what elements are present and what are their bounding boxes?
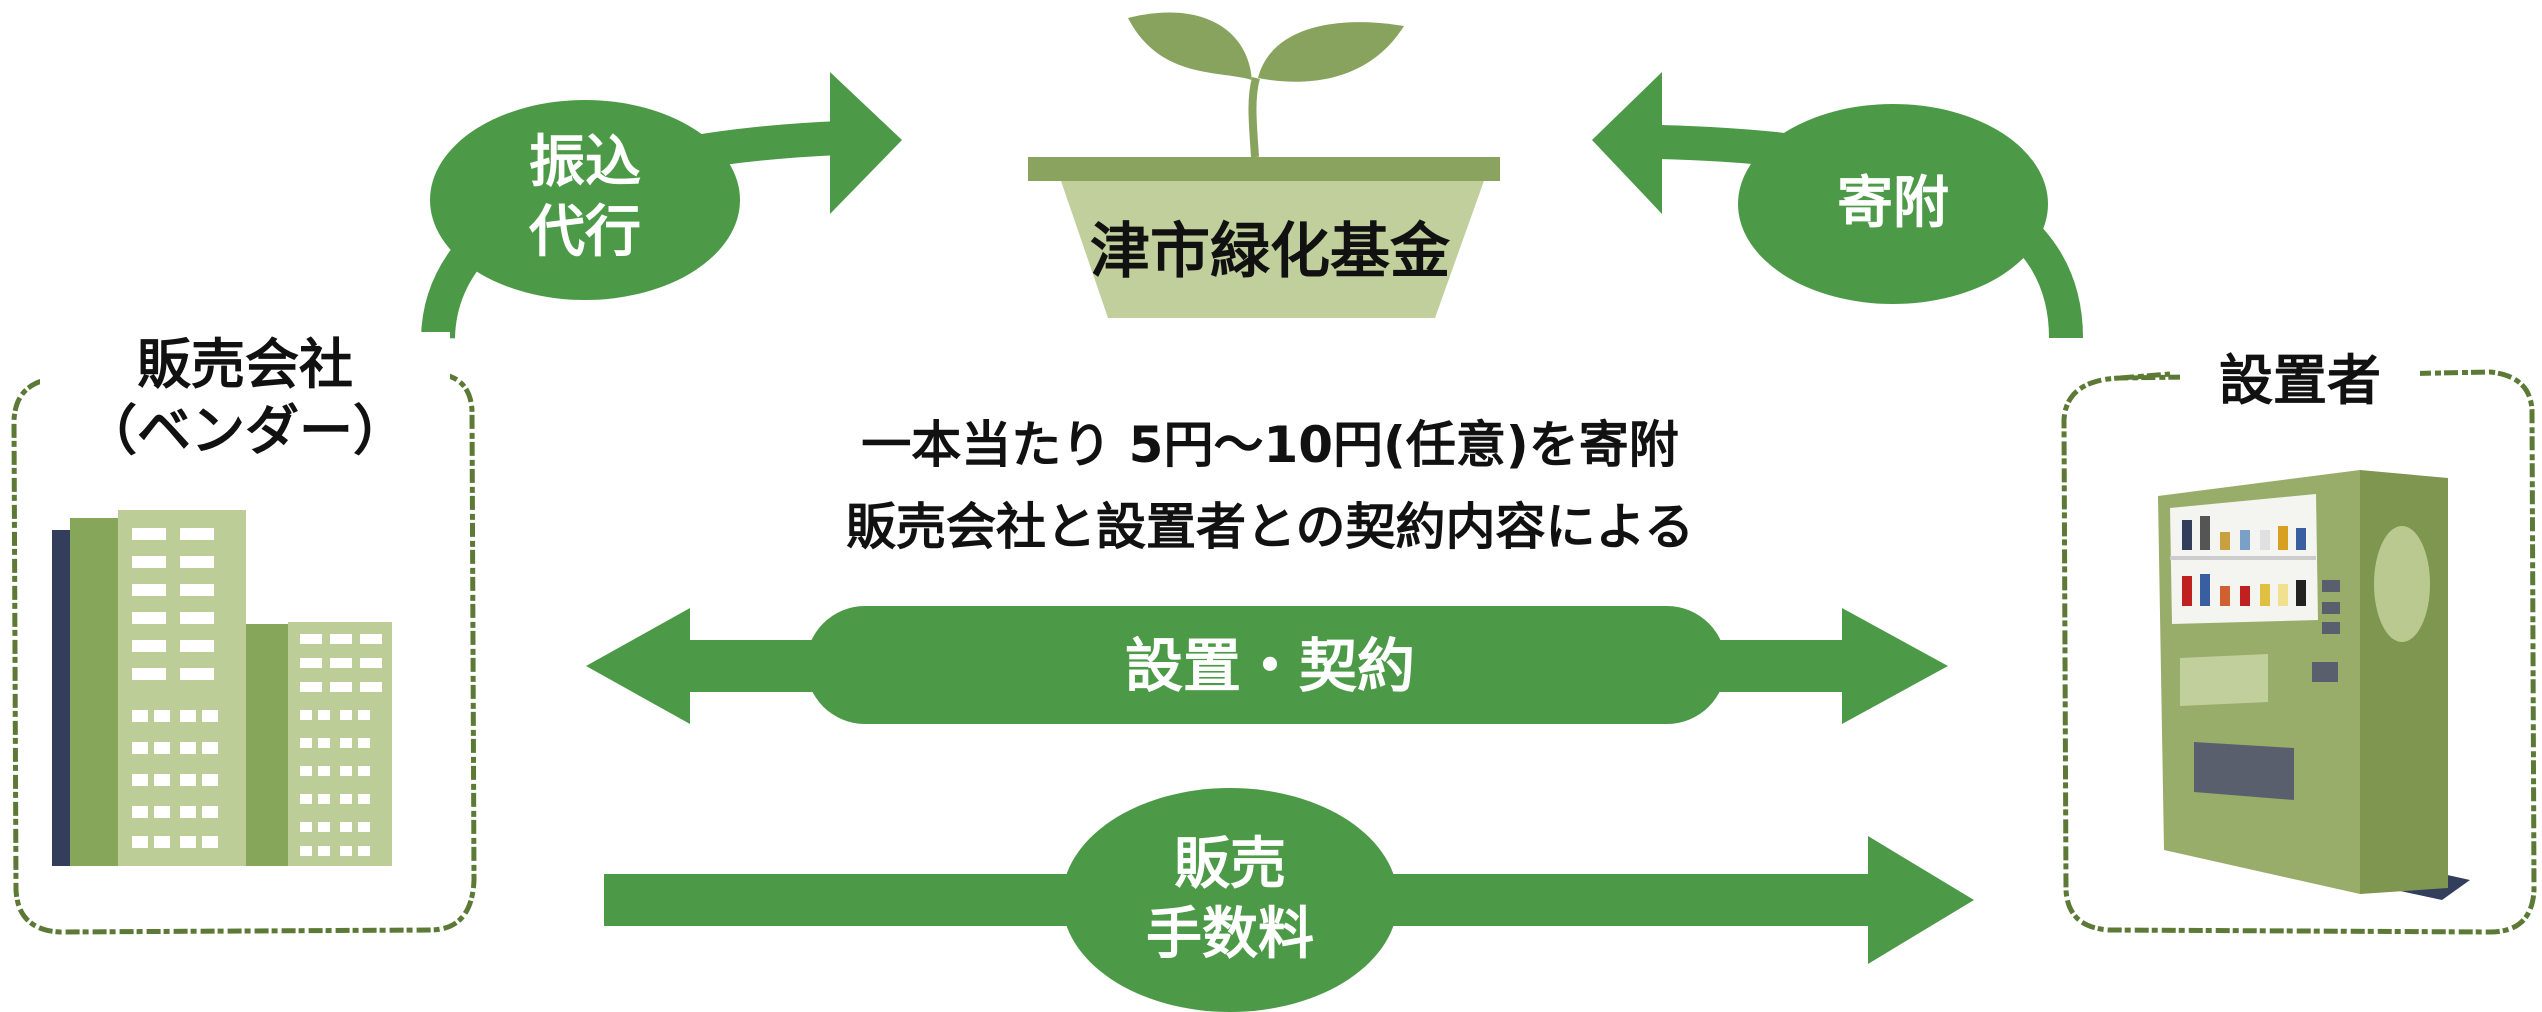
contract-pill — [806, 606, 1726, 724]
machine-coin-slot — [2312, 662, 2338, 682]
machine-side-panel — [2374, 526, 2430, 642]
center-text-line2: 販売会社と設置者との契約内容による — [846, 498, 1694, 556]
machine-button-2 — [2322, 602, 2340, 614]
machine-outlet — [2194, 742, 2294, 800]
commission-arrow — [604, 788, 1974, 1012]
machine-drinks — [2170, 516, 2316, 606]
vendor-label: 販売会社 （ベンダー） — [40, 332, 450, 464]
machine-button-1 — [2322, 580, 2340, 592]
transfer-arrow — [421, 72, 902, 339]
transfer-arrow-head — [830, 72, 902, 214]
vendor-buildings — [52, 510, 392, 866]
commission-arrow-head — [1868, 836, 1974, 964]
building-back-windows — [132, 528, 218, 848]
donation-ellipse — [1738, 104, 2048, 304]
pot-body — [1060, 178, 1485, 318]
building-back-side — [70, 518, 118, 866]
building-front-side — [246, 624, 288, 866]
contract-label: 設置・契約 — [1124, 632, 1415, 700]
right-leaf — [1258, 22, 1404, 82]
donation-label: 寄附 — [1837, 171, 1949, 236]
plant-stem — [1248, 76, 1260, 158]
transfer-ellipse — [430, 100, 740, 300]
transfer-label: 振込 代行 — [529, 130, 641, 265]
building-front-windows — [300, 634, 382, 856]
donation-arrow — [1592, 72, 2083, 339]
machine-button-3 — [2322, 622, 2340, 634]
left-leaf — [1128, 12, 1252, 81]
contract-arrow-right-head — [1842, 608, 1948, 724]
fund-pot — [1028, 12, 1500, 318]
contract-arrow-left-head — [586, 608, 690, 724]
center-text-line1: 一本当たり 5円～10円(任意)を寄附 — [861, 416, 1679, 474]
pot-rim — [1028, 157, 1500, 181]
donation-arrow-head — [1592, 72, 1662, 214]
installer-frame — [2061, 369, 2537, 935]
vending-machine — [2158, 470, 2470, 900]
commission-ellipse — [1062, 788, 1398, 1012]
contract-arrow — [586, 606, 1948, 724]
machine-label-panel — [2180, 654, 2268, 706]
commission-label: 販売 手数料 — [1146, 832, 1314, 967]
fund-label: 津市緑化基金 — [1090, 217, 1450, 287]
installer-label: 設置者 — [2180, 346, 2420, 416]
